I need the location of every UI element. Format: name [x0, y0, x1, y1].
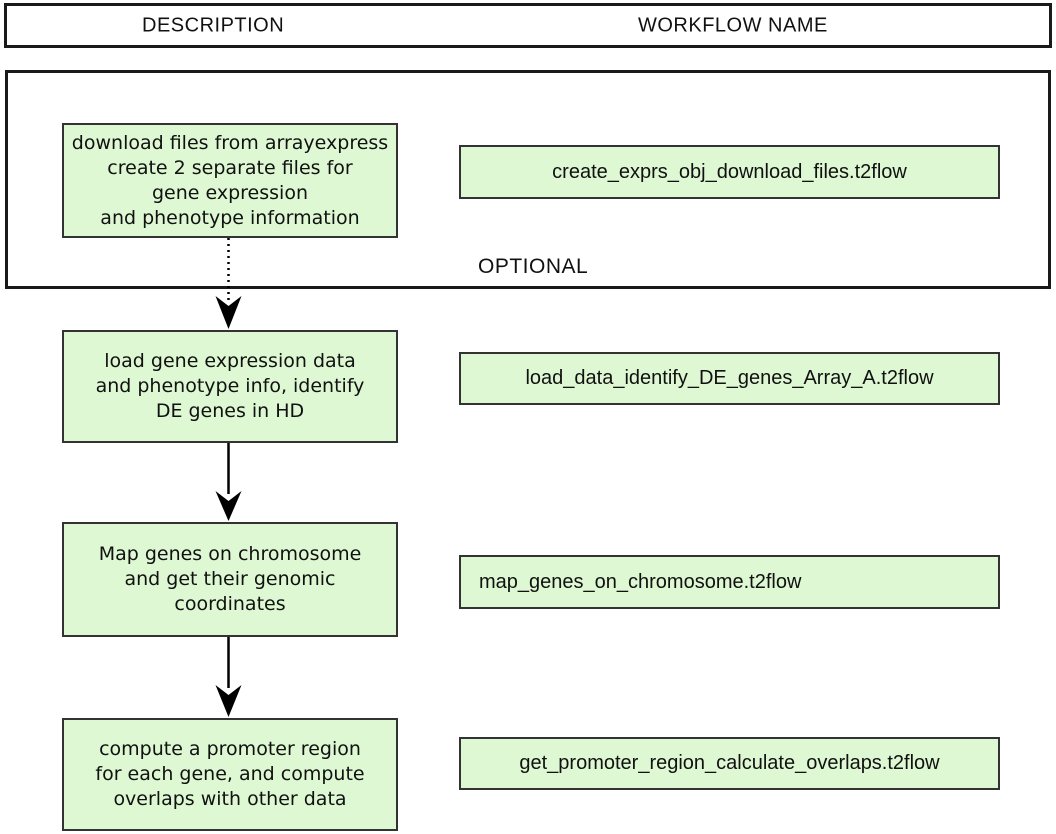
description-node-text: load gene expression data and phenotype … [95, 350, 365, 422]
workflow-node-text: create_exprs_obj_download_files.t2flow [552, 160, 907, 183]
description-node-text: Map genes on chromosome and get their ge… [98, 543, 362, 615]
workflow-node-text: map_genes_on_chromosome.t2flow [479, 570, 802, 593]
optional-label: OPTIONAL [478, 255, 589, 278]
workflow-node-map-genes: map_genes_on_chromosome.t2flow [459, 555, 1000, 609]
down-arrow [215, 443, 242, 521]
description-node-map-genes: Map genes on chromosome and get their ge… [62, 522, 398, 637]
workflow-node-load-data-identify: load_data_identify_DE_genes_Array_A.t2fl… [459, 352, 1000, 405]
description-node-load-data: load gene expression data and phenotype … [62, 330, 398, 443]
workflow-node-get-promoter-region: get_promoter_region_calculate_overlaps.t… [459, 737, 1000, 790]
header-bar: DESCRIPTION WORKFLOW NAME [4, 3, 1052, 48]
down-arrow [215, 637, 242, 717]
workflow-node-text: get_promoter_region_calculate_overlaps.t… [519, 752, 940, 774]
workflow-node-create-exprs-obj: create_exprs_obj_download_files.t2flow [459, 145, 1000, 199]
description-column-header: DESCRIPTION [142, 14, 285, 36]
description-node-download-files: download files from arrayexpress create … [62, 123, 398, 238]
workflow-name-column-header: WORKFLOW NAME [638, 14, 828, 36]
description-node-compute-promoter: compute a promoter region for each gene,… [62, 718, 398, 831]
description-node-text: compute a promoter region for each gene,… [95, 738, 365, 810]
workflow-node-text: load_data_identify_DE_genes_Array_A.t2fl… [525, 367, 934, 389]
description-node-text: download files from arrayexpress create … [71, 131, 389, 229]
